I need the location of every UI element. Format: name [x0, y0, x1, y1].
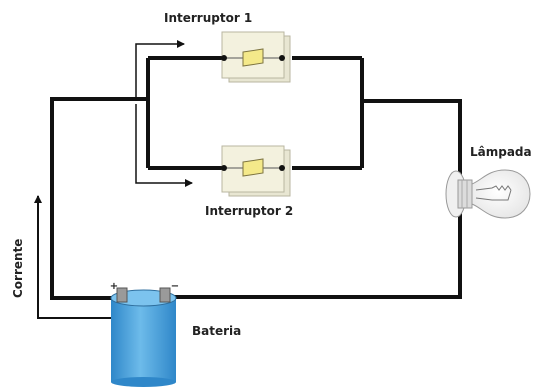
- wires: [50, 56, 462, 300]
- arrow-icon: [135, 40, 185, 99]
- switch-1[interactable]: [221, 31, 291, 83]
- wire-left-loop: [50, 97, 148, 300]
- arrow-icon: [135, 104, 193, 187]
- switch-2[interactable]: [221, 145, 291, 197]
- battery-minus-label: −: [171, 281, 179, 292]
- toggle-switch-icon: [221, 145, 291, 197]
- battery-icon: [110, 287, 177, 387]
- current-arrow: [34, 195, 112, 319]
- arrow-icon: [34, 195, 112, 319]
- current-label: Corrente: [11, 239, 25, 298]
- battery-label: Bateria: [192, 324, 241, 338]
- lamp-label: Lâmpada: [470, 145, 532, 159]
- toggle-switch-icon: [221, 31, 291, 83]
- switch-2-label: Interruptor 2: [205, 204, 293, 218]
- wire-to-lamp: [362, 99, 462, 176]
- battery-plus-label: +: [110, 281, 118, 292]
- wire-lamp-return: [168, 212, 462, 299]
- switch-1-label: Interruptor 1: [164, 11, 252, 25]
- indicator-arrows: [135, 40, 193, 187]
- lamp: [445, 169, 531, 219]
- battery: + −: [110, 281, 179, 387]
- light-bulb-icon: [445, 169, 531, 219]
